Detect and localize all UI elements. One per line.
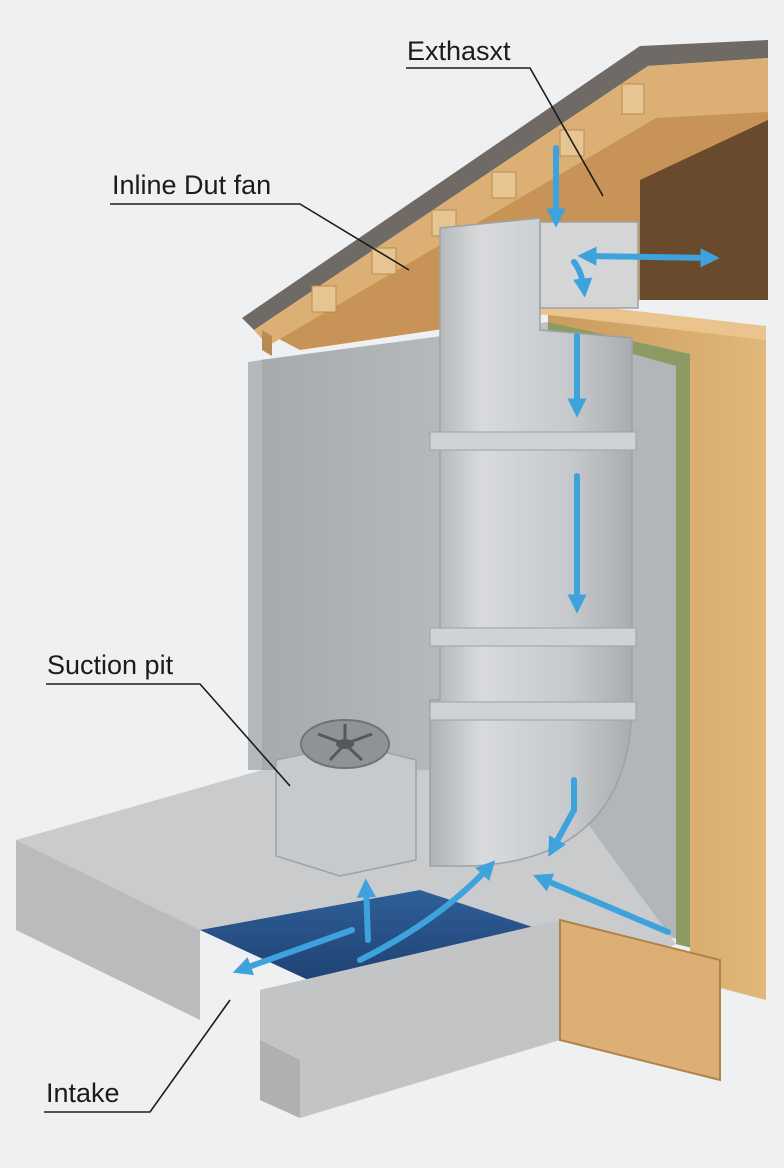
slab-front-block — [260, 920, 560, 1118]
leader-intake — [44, 999, 231, 1113]
roof-shingles — [242, 40, 768, 330]
duct-flange — [429, 431, 637, 451]
roof-fascia — [262, 330, 272, 356]
airflow-arrow — [356, 878, 377, 943]
label-intake: Intake — [46, 1078, 120, 1108]
duct-flange — [429, 627, 637, 647]
airflow-arrow — [548, 777, 577, 857]
left-wall-edge — [248, 360, 262, 770]
leader-lines — [44, 67, 604, 1113]
airflow-arrow — [357, 860, 496, 963]
airflow-arrow — [577, 246, 720, 268]
wall-top-plate — [540, 300, 766, 340]
insulation-layer — [548, 308, 700, 950]
airflow-arrow — [532, 873, 671, 935]
airflow-arrow — [571, 259, 593, 298]
trench — [200, 890, 560, 990]
slab-front-left — [16, 840, 200, 1020]
leader-suction-pit — [46, 683, 291, 787]
fan-icon — [300, 719, 390, 769]
rafter — [621, 83, 645, 115]
duct-flange — [429, 701, 637, 721]
duct — [275, 217, 639, 877]
rafter — [371, 247, 397, 275]
label-exhaust: Exthasxt — [407, 36, 511, 66]
fan-blade — [317, 724, 373, 762]
rafter — [311, 285, 337, 313]
airflow-arrows — [232, 145, 720, 976]
label-inline-duct-fan: Inline Dut fan — [112, 170, 272, 200]
airflow-arrow — [232, 927, 355, 976]
slab-front-face — [260, 1040, 300, 1118]
rafter — [491, 171, 517, 199]
duct-top-box — [539, 221, 639, 309]
label-suction-pit: Suction pit — [47, 650, 174, 680]
timber-wall-frame — [548, 300, 766, 1000]
leader-inline-fan — [110, 203, 410, 271]
leader-exhaust — [406, 67, 604, 197]
timber-floor-joist — [559, 918, 721, 1082]
